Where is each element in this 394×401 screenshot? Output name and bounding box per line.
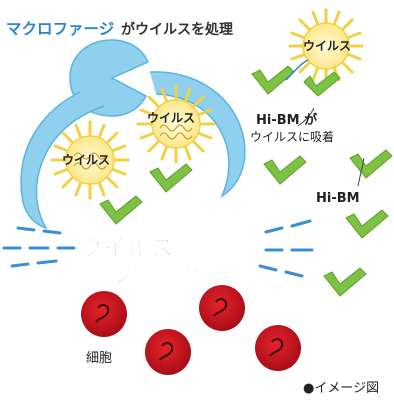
macrophage-arm-outer bbox=[20, 91, 105, 230]
hibm-label: Hi-BM bbox=[316, 191, 360, 206]
pointer-line bbox=[357, 157, 365, 187]
hibm-marker bbox=[263, 155, 307, 185]
hibm-marker bbox=[323, 267, 367, 297]
virus-label-left: ウイルス bbox=[62, 153, 110, 167]
hibm-adsorb-line1: Hi-BM が bbox=[256, 112, 317, 128]
hibm-marker bbox=[99, 195, 143, 225]
hibm-marker bbox=[303, 71, 341, 97]
hibm-marker bbox=[149, 163, 193, 193]
cell bbox=[199, 285, 245, 331]
pointer-line bbox=[285, 59, 309, 81]
pointer-line bbox=[297, 107, 315, 127]
hibm-marker bbox=[345, 209, 389, 239]
block-line2: ブロック bbox=[112, 262, 200, 288]
hibm-group bbox=[99, 65, 393, 297]
title-part2: がウイルスを処理 bbox=[121, 21, 233, 38]
virus-center bbox=[136, 84, 216, 164]
virus-topright bbox=[288, 8, 364, 84]
cell bbox=[81, 291, 127, 337]
cells bbox=[81, 285, 301, 375]
virus-label-center: ウイルス bbox=[147, 111, 195, 125]
hibm-adsorb-line2: ウイルスに吸着 bbox=[250, 129, 334, 144]
hibm-marker bbox=[349, 149, 393, 179]
block-line1: ウイルス感染 bbox=[78, 234, 222, 262]
image-note: ●イメージ図 bbox=[303, 381, 379, 396]
macrophage-arm-right bbox=[149, 71, 246, 198]
macrophage-body bbox=[69, 39, 149, 117]
cell bbox=[145, 329, 191, 375]
hibm-marker bbox=[251, 65, 295, 95]
virus-label-topright: ウイルス bbox=[303, 39, 351, 53]
block-dashes bbox=[2, 219, 314, 278]
virus-left bbox=[50, 120, 130, 200]
cell bbox=[255, 325, 301, 371]
cell-label: 細胞 bbox=[86, 351, 112, 366]
title-part1: マクロファージ bbox=[6, 20, 115, 38]
